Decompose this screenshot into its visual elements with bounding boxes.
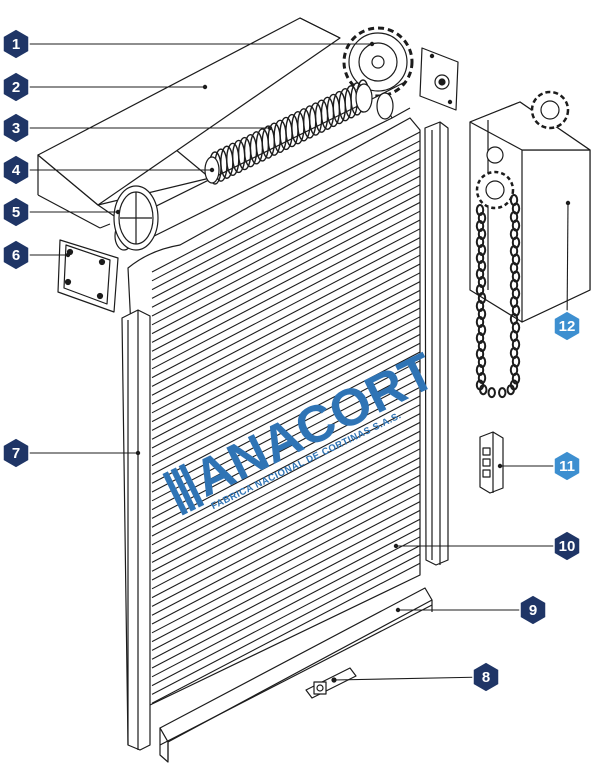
callout-2: 2 (2, 71, 208, 103)
callout-number: 4 (12, 162, 21, 179)
callout-badge (2, 112, 30, 144)
bottom-bar (159, 587, 433, 763)
callout-anchor-dot (395, 607, 401, 613)
callout-leader-line (333, 676, 487, 681)
callout-number: 9 (529, 602, 537, 619)
callout-number: 11 (559, 458, 575, 475)
callout-badge (553, 310, 581, 342)
callout-leader-line (566, 202, 569, 327)
sprocket-gear (342, 26, 414, 98)
axle-bracket-right (419, 47, 459, 111)
callout-badge (2, 196, 30, 228)
callout-anchor-dot (393, 543, 399, 549)
callout-badge (472, 661, 500, 693)
callout-4: 4 (2, 154, 215, 186)
guide-rail-right (424, 121, 449, 566)
motor-unit (469, 90, 591, 323)
callout-anchor-dot (497, 463, 503, 469)
curtain-panel (127, 117, 421, 706)
callout-number: 2 (12, 79, 20, 96)
torsion-spring (208, 79, 370, 185)
callout-number: 8 (482, 669, 490, 686)
callout-anchor-dot (209, 167, 215, 173)
callout-7: 7 (2, 437, 141, 469)
callout-anchor-dot (202, 84, 208, 90)
callout-number: 12 (559, 318, 576, 335)
guide-rail-left (121, 309, 151, 751)
callout-number: 3 (12, 120, 20, 137)
callout-number: 5 (12, 204, 20, 221)
drum-wheel (113, 185, 159, 251)
callout-number: 7 (12, 445, 20, 462)
callout-5: 5 (2, 196, 121, 228)
callout-3: 3 (2, 112, 273, 144)
callout-11: 11 (497, 450, 581, 482)
callout-anchor-dot (369, 41, 375, 47)
callout-badge (519, 594, 547, 626)
callout-anchor-dot (135, 450, 141, 456)
callout-9: 9 (395, 594, 547, 626)
wall-switch (479, 431, 504, 494)
callout-6: 6 (2, 239, 71, 271)
callout-badge (2, 28, 30, 60)
lock-latch (305, 667, 357, 699)
callout-anchor-dot (565, 200, 571, 206)
callout-anchor-dot (267, 125, 273, 131)
callout-anchor-dot (65, 252, 71, 258)
side-mounting-plate (57, 239, 119, 313)
callout-8: 8 (331, 661, 500, 693)
callout-1: 1 (2, 28, 375, 60)
callout-10: 10 (393, 530, 581, 562)
callout-12: 12 (553, 200, 581, 342)
callout-number: 6 (12, 247, 20, 264)
callout-number: 10 (559, 538, 576, 555)
shutter-box-hood (37, 17, 341, 229)
callout-badge (2, 239, 30, 271)
callout-badge (553, 450, 581, 482)
callout-badge (553, 530, 581, 562)
callout-number: 1 (12, 36, 20, 53)
drive-chain (475, 194, 521, 399)
callout-badge (2, 437, 30, 469)
callout-badge (2, 71, 30, 103)
callout-anchor-dot (331, 677, 337, 683)
callout-badge (2, 154, 30, 186)
callout-anchor-dot (115, 209, 121, 215)
